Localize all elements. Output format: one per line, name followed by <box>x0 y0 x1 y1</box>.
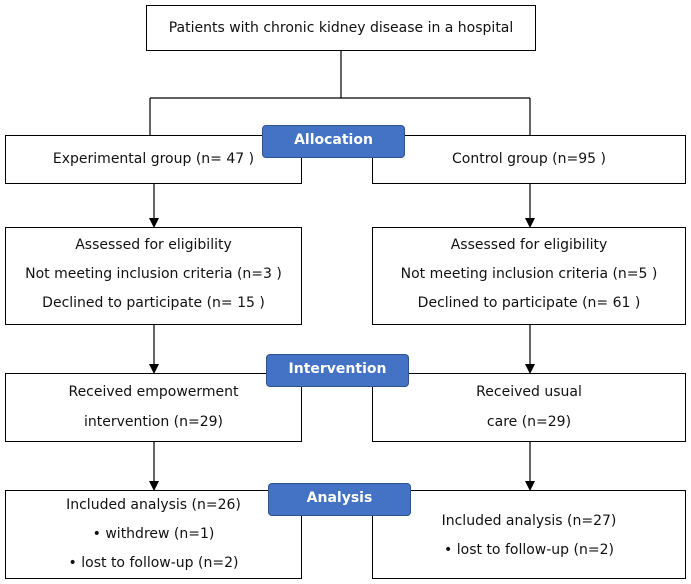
allocation-badge: Allocation <box>262 125 405 158</box>
experimental-analysis-line-2: • withdrew (n=1) <box>92 526 215 542</box>
experimental-group-box: Experimental group (n= 47 ) <box>5 135 302 184</box>
experimental-eligibility-line-1: Assessed for eligibility <box>75 237 232 253</box>
control-intervention-line-1: Received usual <box>476 384 582 400</box>
control-intervention-box: Received usual care (n=29) <box>372 373 686 442</box>
control-eligibility-line-3: Declined to participate (n= 61 ) <box>417 295 641 311</box>
experimental-eligibility-line-3: Declined to participate (n= 15 ) <box>42 295 265 311</box>
experimental-analysis-line-3: • lost to follow-up (n=2) <box>68 555 239 571</box>
experimental-analysis-box: Included analysis (n=26) • withdrew (n=1… <box>5 490 302 579</box>
experimental-analysis-line-1: Included analysis (n=26) <box>66 497 241 513</box>
control-eligibility-line-2: Not meeting inclusion criteria (n=5 ) <box>400 266 658 282</box>
experimental-intervention-line-1: Received empowerment <box>68 384 239 400</box>
experimental-eligibility-line-2: Not meeting inclusion criteria (n=3 ) <box>25 266 282 282</box>
control-group-box: Control group (n=95 ) <box>372 135 686 184</box>
control-analysis-line-1: Included analysis (n=27) <box>441 513 617 529</box>
control-intervention-line-2: care (n=29) <box>486 414 572 430</box>
control-eligibility-box: Assessed for eligibility Not meeting inc… <box>372 227 686 325</box>
experimental-eligibility-box: Assessed for eligibility Not meeting inc… <box>5 227 302 325</box>
control-analysis-box: Included analysis (n=27) • lost to follo… <box>372 490 686 579</box>
control-eligibility-line-1: Assessed for eligibility <box>450 237 608 253</box>
analysis-badge-label: Analysis <box>306 490 373 506</box>
population-box: Patients with chronic kidney disease in … <box>146 5 536 51</box>
control-group-text: Control group (n=95 ) <box>452 151 606 167</box>
experimental-group-text: Experimental group (n= 47 ) <box>52 151 255 167</box>
allocation-badge-label: Allocation <box>294 132 373 148</box>
population-text: Patients with chronic kidney disease in … <box>168 20 514 36</box>
experimental-intervention-box: Received empowerment intervention (n=29) <box>5 373 302 442</box>
analysis-badge: Analysis <box>268 483 411 516</box>
control-analysis-line-2: • lost to follow-up (n=2) <box>444 542 614 558</box>
intervention-badge: Intervention <box>266 354 409 387</box>
experimental-intervention-line-2: intervention (n=29) <box>83 414 223 430</box>
intervention-badge-label: Intervention <box>288 361 387 377</box>
